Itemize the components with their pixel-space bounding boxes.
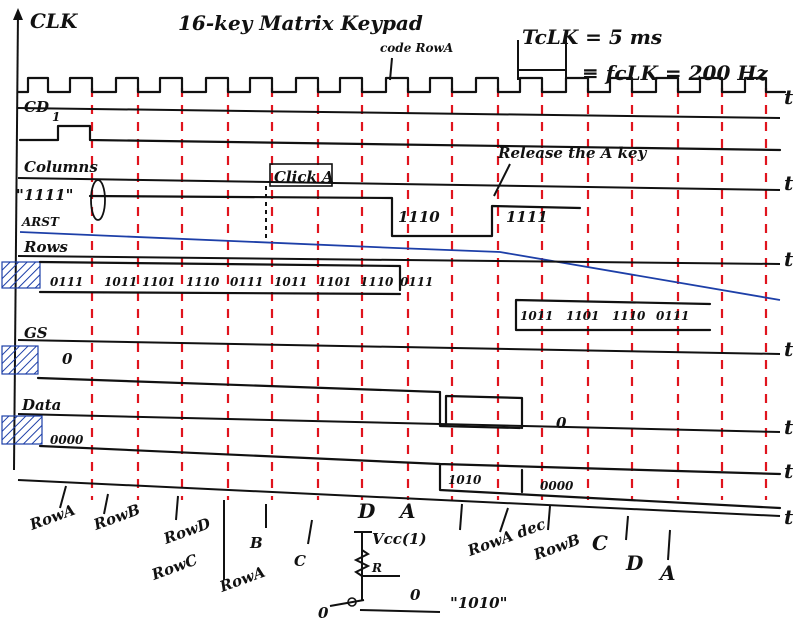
data-after-value: 0000 xyxy=(540,479,574,493)
svg-text:1110: 1110 xyxy=(360,275,394,289)
rows-label: Rows xyxy=(23,238,68,256)
resistor-label: R xyxy=(371,561,382,575)
svg-text:RowD: RowD xyxy=(160,514,213,548)
rows-bus-lower xyxy=(38,290,402,296)
svg-text:0111: 0111 xyxy=(50,275,83,289)
vcc-label: Vcc(1) xyxy=(372,530,427,548)
bottom-arrows xyxy=(59,485,671,580)
data-pulse xyxy=(444,394,524,430)
cd-waveform xyxy=(18,124,782,152)
svg-text:1011: 1011 xyxy=(274,275,307,289)
rows-t-label: t xyxy=(784,247,794,271)
svg-text:0111: 0111 xyxy=(400,275,433,289)
svg-text:1101: 1101 xyxy=(566,309,599,323)
svg-text:1110: 1110 xyxy=(186,275,220,289)
svg-text:C: C xyxy=(294,552,306,570)
columns-segment: 1110 xyxy=(398,208,440,226)
data-bus xyxy=(38,444,782,510)
bottom-t-label: t xyxy=(784,505,794,529)
columns-value: "1111" xyxy=(16,186,73,204)
gs-axis xyxy=(17,339,781,355)
svg-text:1101: 1101 xyxy=(142,275,175,289)
arst-line xyxy=(19,231,781,301)
click-a-label: Click A xyxy=(274,168,334,186)
svg-text:1011: 1011 xyxy=(520,309,553,323)
svg-text:A: A xyxy=(658,561,676,585)
gs-low-value: 0 xyxy=(62,350,73,368)
code-row-a-arrow xyxy=(389,57,393,81)
data-axis xyxy=(17,413,781,433)
rows-axis xyxy=(17,255,781,265)
gs-t-label: t xyxy=(784,337,794,361)
svg-text:1101: 1101 xyxy=(318,275,351,289)
cd-pulse-value: 1 xyxy=(52,110,60,124)
svg-text:RowA: RowA xyxy=(26,501,77,534)
svg-text:C: C xyxy=(592,531,608,555)
gs-waveform xyxy=(36,376,522,430)
clock-edge-lines xyxy=(90,88,768,500)
fclk-label: ≡ fcLK = 200 Hz xyxy=(582,61,768,85)
data-zero-value: 0 xyxy=(556,414,567,432)
svg-text:RowC: RowC xyxy=(148,551,200,584)
gs-hatch xyxy=(1,345,39,375)
data-label: Data xyxy=(21,396,61,414)
ground-zero-a: 0 xyxy=(318,604,329,622)
pullup-schematic xyxy=(329,531,441,613)
y-axis-arrow-icon xyxy=(13,8,23,20)
svg-text:0111: 0111 xyxy=(656,309,689,323)
clk-time-axis xyxy=(17,107,781,119)
columns-label: Columns xyxy=(24,158,98,176)
data-hatch xyxy=(1,415,43,445)
tclk-label: TcLK = 5 ms xyxy=(522,25,662,49)
svg-text:0111: 0111 xyxy=(230,275,263,289)
clk-t-label: t xyxy=(784,85,794,109)
code-row-a-label: code RowA xyxy=(380,41,453,55)
data-init-value: 0000 xyxy=(50,433,84,447)
click-a-box xyxy=(269,163,333,187)
gs-label: GS xyxy=(24,324,48,342)
cd-label: CD xyxy=(24,98,49,116)
rows-bus-second xyxy=(514,298,712,332)
svg-text:1110: 1110 xyxy=(612,309,646,323)
columns-marker-ellipse xyxy=(90,179,106,221)
release-arrow xyxy=(493,163,511,197)
svg-text:RowB: RowB xyxy=(90,500,142,534)
svg-text:A: A xyxy=(398,499,416,523)
release-label: Release the A key xyxy=(497,144,648,162)
data-t-label: t xyxy=(784,415,794,439)
columns-axis xyxy=(17,177,781,191)
rows-sequence: 0111 1011 1101 1110 0111 1011 1101 1110 … xyxy=(50,275,433,289)
clk-waveform xyxy=(16,76,787,94)
rows-bus-upper xyxy=(38,260,402,292)
bottom-axis xyxy=(17,479,781,517)
bus-t-label: t xyxy=(784,459,794,483)
columns-segment-2: 1111 xyxy=(506,208,548,226)
clk-label: CLK xyxy=(30,9,79,33)
rows-hatch xyxy=(1,261,41,289)
bottom-annotations: RowA RowB RowC RowD RowA B C D A RowA de… xyxy=(26,499,675,596)
diagram-title: 16-key Matrix Keypad xyxy=(178,11,423,35)
decoded-value: "1010" xyxy=(450,594,507,612)
svg-text:B: B xyxy=(249,534,263,552)
svg-text:1011: 1011 xyxy=(104,275,137,289)
svg-text:D: D xyxy=(625,551,644,575)
y-axis xyxy=(13,11,19,471)
columns-waveform xyxy=(88,194,582,238)
svg-text:D: D xyxy=(357,499,376,523)
data-code-value: 1010 xyxy=(448,473,482,487)
ground-zero-b: 0 xyxy=(410,586,421,604)
columns-t-label: t xyxy=(784,171,794,195)
arst-label: ARST xyxy=(21,215,60,229)
rows-sequence-2: 1011 1101 1110 0111 xyxy=(520,309,689,323)
